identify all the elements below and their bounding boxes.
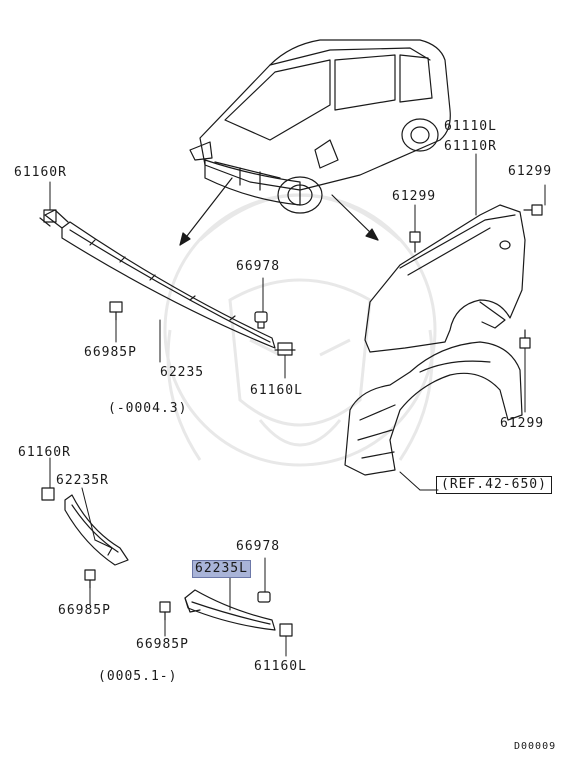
bolt-icon — [109, 301, 123, 321]
part-label-61299-mid[interactable]: 61299 — [392, 189, 437, 204]
part-label-66985P-bottom[interactable]: 66985P — [136, 637, 189, 652]
part-label-66985P-left[interactable]: 66985P — [58, 603, 111, 618]
bumper-strip-62235R — [64, 494, 129, 566]
part-label-61160R-top[interactable]: 61160R — [14, 165, 67, 180]
part-label-61160L-bottom[interactable]: 61160L — [254, 659, 307, 674]
part-label-66985P-top[interactable]: 66985P — [84, 345, 137, 360]
part-label-66978-top[interactable]: 66978 — [236, 259, 281, 274]
part-label-61110R[interactable]: 61110R — [444, 139, 497, 154]
bumper-strip-62235 — [44, 209, 276, 349]
leader-lines — [49, 153, 546, 657]
part-label-62235L-highlighted[interactable]: 62235L — [192, 560, 251, 578]
part-label-61299-low[interactable]: 61299 — [500, 416, 545, 431]
vehicle-illustration — [189, 39, 451, 214]
bumper-strip-62235L — [184, 589, 276, 631]
part-label-66978-bottom[interactable]: 66978 — [236, 539, 281, 554]
inner-fender-liner — [344, 341, 523, 476]
part-label-61299-right[interactable]: 61299 — [508, 164, 553, 179]
part-label-61110L[interactable]: 61110L — [444, 119, 497, 134]
bolt-icon — [523, 204, 543, 216]
date-range-bottom: (0005.1-) — [98, 669, 178, 684]
part-label-61160R-bottom[interactable]: 61160R — [18, 445, 71, 460]
bolt-icon — [409, 231, 421, 253]
bolt-icon — [519, 329, 531, 349]
clip-icon — [41, 487, 55, 501]
clip-icon — [274, 342, 296, 356]
drawing-code: D00009 — [514, 741, 557, 752]
nut-icon — [254, 311, 268, 329]
part-label-61160L-top[interactable]: 61160L — [250, 383, 303, 398]
watermark-crest-icon — [163, 193, 437, 467]
date-range-top: (-0004.3) — [108, 401, 188, 416]
bolt-icon — [159, 601, 171, 621]
part-label-62235[interactable]: 62235 — [160, 365, 205, 380]
front-fender — [364, 204, 526, 353]
reference-label[interactable]: (REF.42-650) — [436, 476, 552, 494]
part-label-62235R[interactable]: 62235R — [56, 473, 109, 488]
bolt-icon — [84, 569, 96, 589]
arrow-icon — [179, 177, 379, 246]
clip-icon — [279, 623, 293, 637]
nut-icon — [257, 591, 271, 603]
